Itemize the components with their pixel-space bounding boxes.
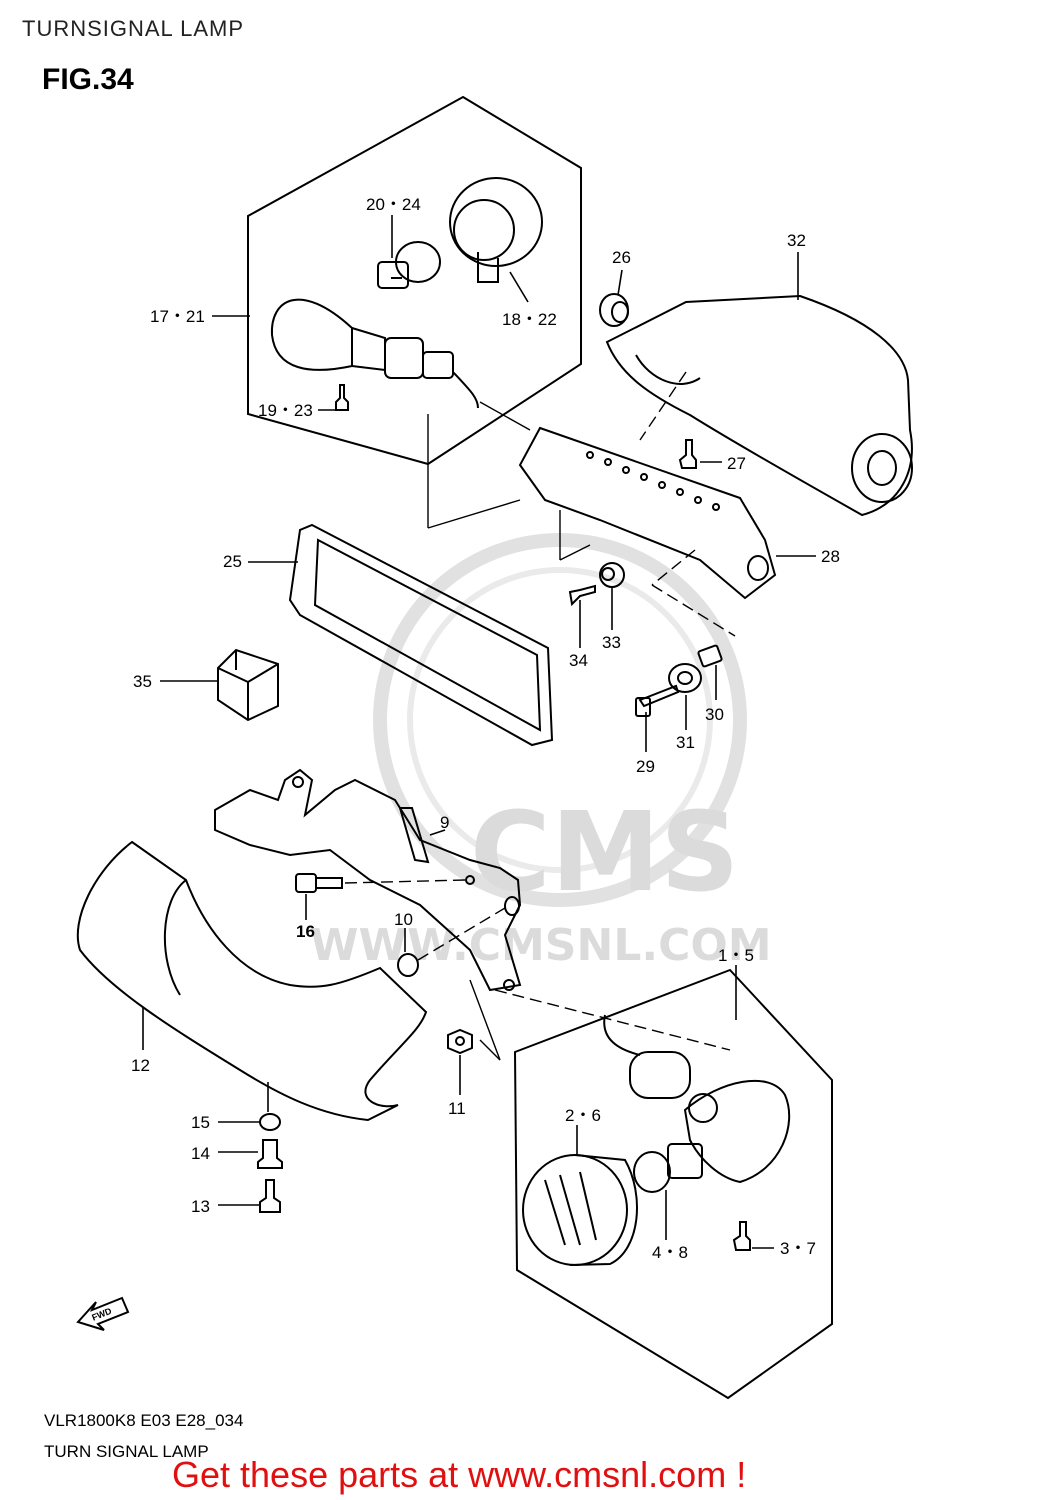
washer-31 — [668, 663, 702, 693]
clamp-30 — [697, 644, 723, 668]
grommet-33 — [599, 562, 625, 588]
cover-32 — [605, 294, 913, 517]
callout-14: 14 — [191, 1144, 210, 1163]
callout-4-8: 4・8 — [652, 1243, 688, 1262]
watermark-brand: CMS — [470, 788, 739, 916]
lamp-lens-2-6 — [522, 1154, 638, 1266]
watermark-site: WWW.CMSNL.COM — [310, 920, 772, 971]
callout-3-7: 3・7 — [780, 1239, 816, 1258]
bracket-28 — [518, 426, 777, 600]
callout-33: 33 — [602, 633, 621, 652]
collar-14 — [257, 1139, 283, 1169]
screw-34 — [568, 584, 596, 607]
lamp-housing-1-5 — [603, 1014, 791, 1184]
bolt-13 — [259, 1179, 281, 1213]
bulb-4-8 — [633, 1143, 703, 1193]
lamp-housing-17-21 — [270, 298, 353, 371]
callout-1-5: 1・5 — [718, 946, 754, 965]
screw-19-23 — [335, 384, 349, 411]
promo-link[interactable]: Get these parts at www.cmsnl.com ! — [172, 1454, 747, 1495]
callout-25: 25 — [223, 552, 242, 571]
callout-15: 15 — [191, 1113, 210, 1132]
nut-11 — [447, 1028, 473, 1055]
callout-13: 13 — [191, 1197, 210, 1216]
watermark: CMS WWW.CMSNL.COM — [310, 533, 772, 971]
front-lamp-group-outline — [513, 968, 833, 1400]
callout-16: 16 — [296, 922, 315, 941]
callout-10: 10 — [394, 910, 413, 929]
screw-3-7 — [732, 1221, 751, 1251]
assembly-lines — [344, 371, 736, 1051]
figure-name: TURN SIGNAL LAMP — [44, 1442, 209, 1461]
reflector-frame-25 — [288, 523, 554, 747]
bracket-9 — [214, 768, 522, 992]
page-title: TURNSIGNAL LAMP — [22, 16, 245, 41]
relay-35 — [217, 648, 279, 722]
callout-20-24: 20・24 — [366, 195, 421, 214]
callout-34: 34 — [569, 651, 588, 670]
callout-32: 32 — [787, 231, 806, 250]
callout-29: 29 — [636, 757, 655, 776]
bulb-20-24 — [377, 241, 441, 289]
lamp-socket-18-22 — [449, 177, 543, 283]
bolt-29 — [635, 684, 680, 717]
callout-26: 26 — [612, 248, 631, 267]
leader-lines — [142, 215, 816, 1249]
callout-12: 12 — [131, 1056, 150, 1075]
callout-11: 11 — [448, 1099, 466, 1118]
callout-35: 35 — [133, 672, 152, 691]
grommet-10 — [397, 953, 419, 977]
washer-15 — [259, 1113, 281, 1131]
cover-12 — [76, 840, 428, 1122]
model-code: VLR1800K8 E03 E28_034 — [44, 1411, 244, 1430]
callout-30: 30 — [705, 705, 724, 724]
bolt-16 — [295, 873, 343, 893]
assembly-solid-lines — [427, 401, 591, 1061]
callout-18-22: 18・22 — [502, 310, 557, 329]
screw-27 — [678, 439, 697, 469]
callout-28: 28 — [821, 547, 840, 566]
callout-2-6: 2・6 — [565, 1106, 601, 1125]
callout-27: 27 — [727, 454, 746, 473]
callout-31: 31 — [676, 733, 695, 752]
grommet-26 — [599, 293, 629, 327]
callout-17-21: 17・21 — [150, 307, 205, 326]
callout-9: 9 — [440, 813, 449, 832]
fwd-arrow-icon — [76, 1296, 130, 1331]
figure-label: FIG.34 — [42, 63, 134, 96]
callout-19-23: 19・23 — [258, 401, 313, 420]
